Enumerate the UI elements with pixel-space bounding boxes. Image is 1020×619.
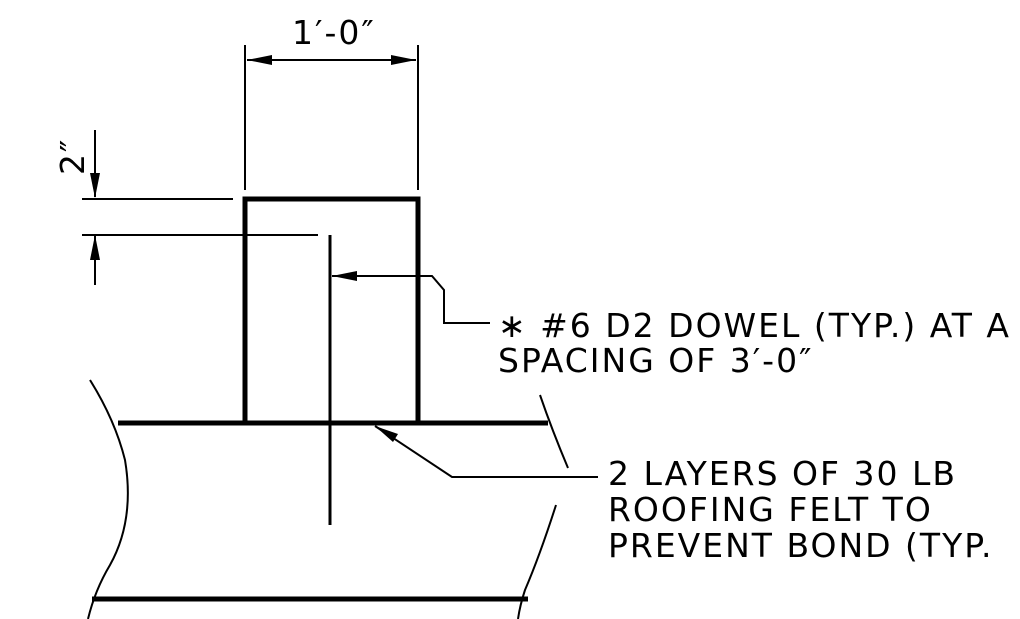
cover-dimension: 2″ — [53, 130, 318, 285]
arrowhead-left — [247, 55, 272, 65]
break-line-left — [87, 379, 129, 619]
break-line-right — [517, 394, 569, 619]
arrowhead-right — [391, 55, 416, 65]
cover-dimension-label: 2″ — [53, 138, 92, 175]
dowel-note-line-1: ∗ #6 D2 DOWEL (TYP.) AT A — [498, 306, 1011, 345]
dowel-note-line-2: SPACING OF 3′-0″ — [498, 341, 813, 380]
felt-note-line-2: ROOFING FELT TO — [608, 490, 933, 529]
arrowhead-down — [90, 173, 100, 198]
dowel-leader — [332, 271, 490, 324]
width-dimension: 1′-0″ — [244, 13, 419, 190]
felt-leader-arrowhead — [375, 426, 398, 442]
width-dimension-label: 1′-0″ — [292, 13, 376, 52]
felt-note: 2 LAYERS OF 30 LB ROOFING FELT TO PREVEN… — [608, 454, 994, 565]
arrowhead-up — [90, 235, 100, 260]
felt-note-line-3: PREVENT BOND (TYP. — [608, 526, 994, 565]
dowel-note: ∗ #6 D2 DOWEL (TYP.) AT A SPACING OF 3′-… — [498, 306, 1011, 380]
felt-leader — [374, 425, 598, 478]
felt-note-line-1: 2 LAYERS OF 30 LB — [608, 454, 957, 493]
dowel-leader-arrowhead — [332, 271, 357, 281]
